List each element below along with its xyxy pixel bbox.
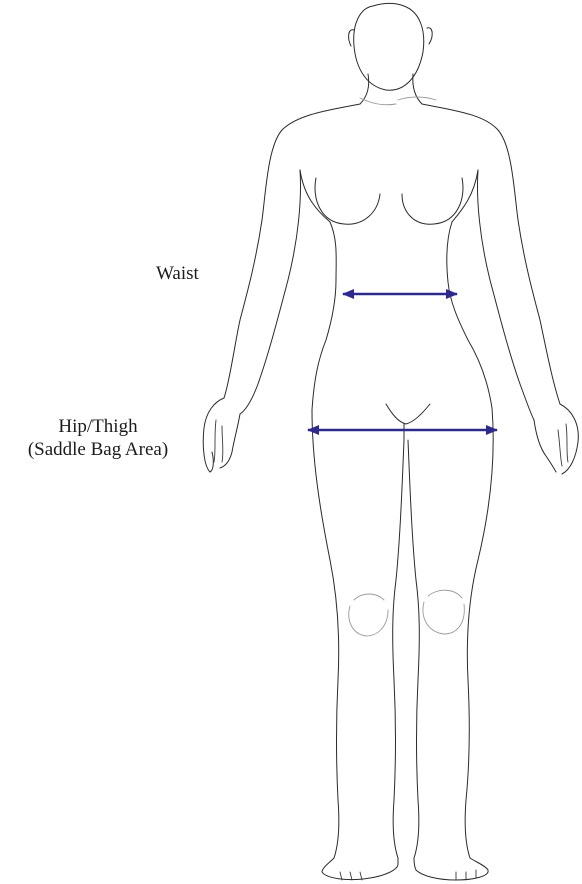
body-outline (203, 104, 578, 474)
legs-outline (312, 408, 493, 880)
hip-thigh-label-line2: (Saddle Bag Area) (0, 438, 196, 461)
waist-label: Waist (156, 262, 199, 285)
hip-thigh-label: Hip/Thigh (Saddle Bag Area) (0, 415, 196, 461)
hip-thigh-label-line1: Hip/Thigh (0, 415, 196, 438)
head-outline (349, 3, 433, 90)
